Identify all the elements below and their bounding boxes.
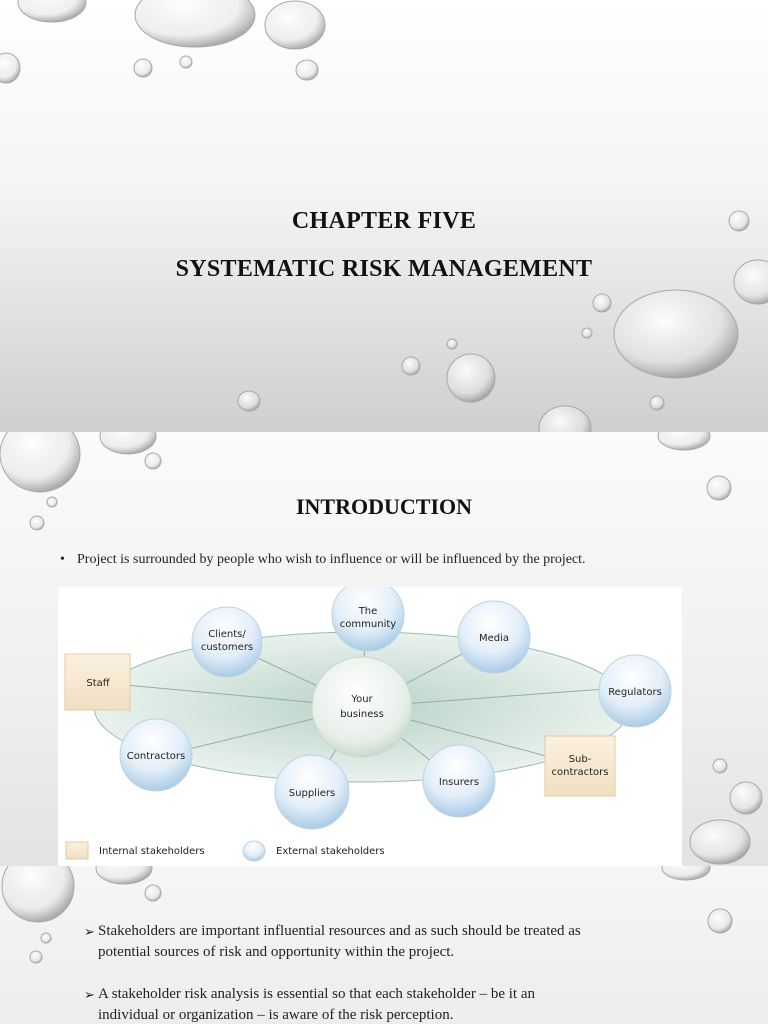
water-drops-decoration — [0, 432, 763, 865]
stakeholder-diagram: Your business The community Clients/ cus… — [58, 578, 682, 866]
svg-text:Sub-: Sub- — [569, 754, 592, 765]
stakeholder-clients: Clients/ customers — [191, 606, 263, 678]
water-drops-decoration — [0, 0, 768, 432]
svg-text:Clients/: Clients/ — [208, 629, 246, 640]
internal-legend-label: Internal stakeholders — [99, 846, 205, 857]
stakeholder-regulators: Regulators — [598, 654, 672, 728]
svg-text:Contractors: Contractors — [127, 751, 185, 762]
svg-text:Staff: Staff — [86, 678, 110, 689]
stakeholder-staff: Staff — [64, 653, 131, 711]
internal-legend-swatch — [65, 841, 89, 860]
diagram-legend: Internal stakeholders External stakehold… — [65, 840, 385, 862]
title-slide: CHAPTER FIVE SYSTEMATIC RISK MANAGEMENT — [0, 0, 768, 432]
svg-text:Regulators: Regulators — [608, 687, 662, 698]
section-title: INTRODUCTION — [295, 494, 473, 519]
stakeholder-suppliers: Suppliers — [274, 754, 350, 830]
svg-text:The: The — [358, 606, 378, 617]
svg-text:community: community — [340, 619, 396, 630]
external-legend-swatch — [242, 840, 266, 862]
chapter-title: CHAPTER FIVE — [291, 208, 477, 234]
center-label-2: business — [340, 709, 384, 720]
svg-text:Suppliers: Suppliers — [289, 788, 335, 799]
point-2-text: A stakeholder risk analysis is essential… — [98, 986, 535, 1023]
center-bubble — [311, 656, 413, 758]
center-label-1: Your — [350, 694, 373, 705]
svg-text:Media: Media — [479, 633, 509, 644]
stakeholder-points-slide: ➢ Stakeholders are important influential… — [0, 866, 768, 1024]
stakeholder-subcontractors: Sub- contractors — [544, 735, 616, 797]
external-legend-label: External stakeholders — [276, 846, 385, 857]
arrow-bullet-icon: ➢ — [84, 987, 95, 1002]
chapter-subtitle: SYSTEMATIC RISK MANAGEMENT — [175, 256, 593, 282]
water-drops-decoration — [1, 866, 733, 964]
bullet-dot: • — [60, 552, 65, 567]
stakeholder-media: Media — [457, 600, 531, 674]
intro-bullet-text: Project is surrounded by people who wish… — [77, 552, 586, 567]
point-1-text: Stakeholders are important influential r… — [98, 923, 581, 960]
stakeholder-insurers: Insurers — [422, 744, 496, 818]
arrow-bullet-icon: ➢ — [84, 924, 95, 939]
svg-text:contractors: contractors — [552, 767, 609, 778]
svg-text:customers: customers — [201, 642, 253, 653]
stakeholder-contractors: Contractors — [119, 718, 193, 792]
introduction-slide: INTRODUCTION • Project is surrounded by … — [0, 432, 768, 866]
stakeholder-community: The community — [331, 578, 405, 652]
svg-text:Insurers: Insurers — [439, 777, 479, 788]
